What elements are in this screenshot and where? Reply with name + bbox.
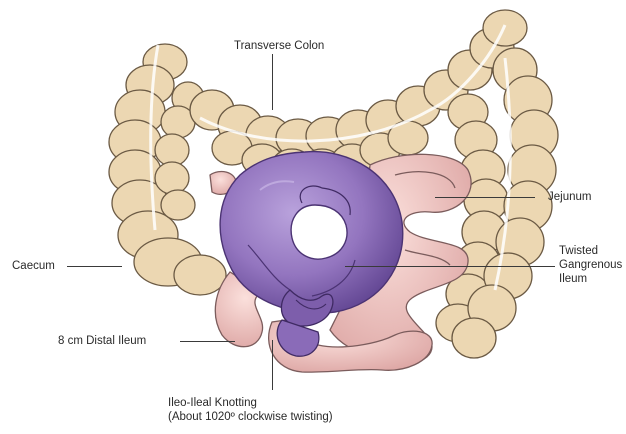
label-distal-ileum: 8 cm Distal Ileum	[58, 334, 146, 348]
leader-knotting	[272, 340, 273, 390]
label-twisted-line2: Gangrenous	[559, 258, 622, 272]
leader-twisted-ileum	[345, 266, 555, 267]
label-knotting-line2: (About 1020º clockwise twisting)	[168, 410, 333, 424]
leader-caecum	[67, 266, 122, 267]
leader-jejunum	[435, 197, 535, 198]
label-twisted-line1: Twisted	[559, 244, 598, 258]
label-jejunum: Jejunum	[548, 190, 591, 204]
leader-distal-ileum	[180, 341, 235, 342]
label-transverse-colon: Transverse Colon	[234, 39, 324, 53]
label-caecum: Caecum	[12, 259, 55, 273]
label-knotting-line1: Ileo-Ileal Knotting	[168, 396, 257, 410]
leader-transverse-colon	[272, 54, 273, 110]
label-twisted-line3: Ileum	[559, 272, 587, 286]
